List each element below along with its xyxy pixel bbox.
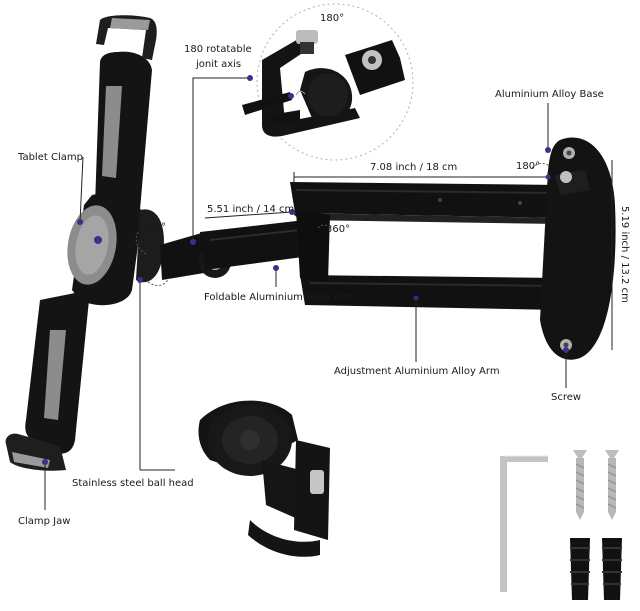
wall-anchor-icon (602, 538, 622, 600)
allen-key-icon (500, 455, 548, 592)
wall-base-graphic (540, 137, 616, 360)
upper-grip-pad (102, 86, 122, 178)
base-label: Aluminium Alloy Base (495, 89, 604, 100)
adjustment-arm-label: Adjustment Aluminium Alloy Arm (334, 366, 500, 377)
wall-screw-icon (573, 450, 587, 520)
ball-head-detail (186, 398, 350, 562)
screw-label: Screw (551, 392, 582, 403)
joint-axis-label: 180 rotatable (184, 44, 252, 55)
wall-anchor-icon (570, 538, 590, 600)
foldable-arm-graphic (200, 220, 318, 270)
height-dimension-label: 5.19 inch / 13.2 cm (619, 206, 630, 303)
leader-lines (44, 77, 613, 510)
width-dimension-label: 7.08 inch / 18 cm (370, 162, 458, 173)
joint-axis-detail (242, 3, 414, 161)
foldable-arm-label: Foldable Aluminium Alloy Arm (204, 292, 355, 303)
top-detail-rotation-label: 180° (320, 13, 345, 24)
joint-axis-label-line2: jonit axis (196, 59, 242, 70)
lower-grip-pad (44, 330, 66, 420)
short-dimension-label: 5.51 inch / 14 cm (207, 204, 295, 215)
base-joint-rotation-label: 180° (516, 161, 541, 172)
mid-joint-rotation-label: 360° (326, 224, 351, 235)
left-joint-rotation-label: 360° (142, 222, 167, 233)
clamp-jaw-label: Clamp Jaw (18, 516, 71, 527)
wall-screw-icon (605, 450, 619, 520)
ball-head-label: Stainless steel ball head (72, 478, 194, 489)
rotation-arrows (135, 162, 551, 286)
adjustment-arm-graphic (290, 182, 585, 310)
tablet-clamp-label: Tablet Clamp (18, 152, 83, 163)
tablet-clamp-body (5, 15, 157, 471)
marker-dots (42, 75, 569, 465)
